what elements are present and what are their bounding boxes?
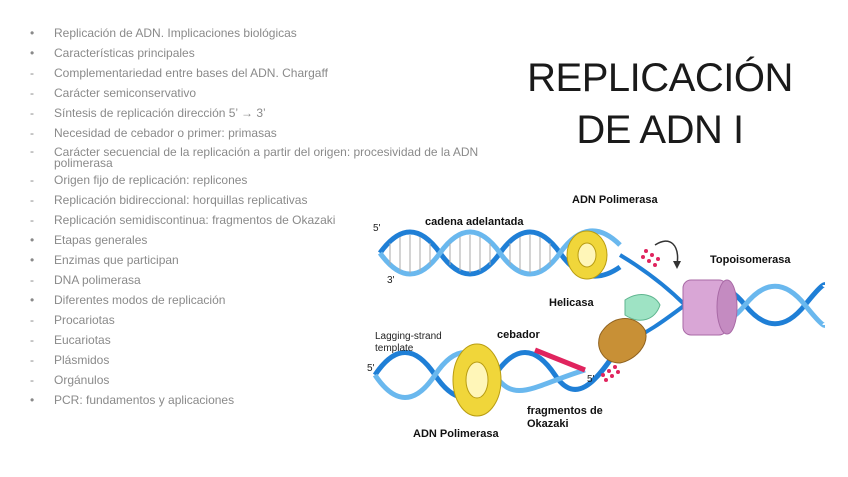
bullet-marker: - <box>30 373 34 387</box>
list-item-text: Enzimas que participan <box>54 253 179 267</box>
bullet-marker: - <box>30 126 34 140</box>
list-item: • Enzimas que participan <box>30 253 500 267</box>
bullet-marker: • <box>30 46 35 60</box>
list-item-text: Orgánulos <box>54 373 110 387</box>
label-lagging-template-2: template <box>375 343 414 354</box>
list-item-text: Complementariedad entre bases del ADN. C… <box>54 66 328 80</box>
list-item-text: Necesidad de cebador o primer: primasas <box>54 126 277 140</box>
list-item-text: Síntesis de replicación dirección 5’ → 3… <box>54 106 266 120</box>
bullet-marker: - <box>30 144 34 158</box>
list-item-text: Procariotas <box>54 313 115 327</box>
list-item-text: Eucariotas <box>54 333 111 347</box>
list-item-text: Etapas generales <box>54 233 148 247</box>
polymerase-bottom <box>452 343 502 417</box>
bullet-marker: - <box>30 106 34 120</box>
bullet-marker: - <box>30 173 34 187</box>
bullet-marker: - <box>30 213 34 227</box>
list-item-text: Plásmidos <box>54 353 110 367</box>
bullet-marker: • <box>30 393 35 407</box>
list-item-text: Replicación bidireccional: horquillas re… <box>54 193 308 207</box>
list-item: - Carácter semiconservativo <box>30 86 500 100</box>
bullet-marker: - <box>30 273 34 287</box>
replication-fork-diagram: cadena adelantada ADN Polimerasa Topoiso… <box>367 194 825 440</box>
slide-title-line-1: REPLICACIÓN <box>527 56 793 100</box>
list-item: - Carácter secuencial de la replicación a… <box>30 144 500 170</box>
label-topoisomerase: Topoisomerasa <box>710 254 791 266</box>
label-polymerase-bottom: ADN Polimerasa <box>413 428 499 440</box>
list-item-text: DNA polimerasa <box>54 273 141 287</box>
list-item: - Síntesis de replicación dirección 5’ → … <box>30 106 500 120</box>
bullet-marker: • <box>30 253 35 267</box>
label-five-prime-bottom: 5' <box>587 374 595 385</box>
rna-dots <box>601 249 660 382</box>
bullet-marker: - <box>30 353 34 367</box>
list-item-text: Diferentes modos de replicación <box>54 293 226 307</box>
list-item: • Etapas generales <box>30 233 500 247</box>
list-item: - Origen fijo de replicación: replicones <box>30 173 500 187</box>
list-item: • PCR: fundamentos y aplicaciones <box>30 393 500 407</box>
arrow-head <box>673 261 681 269</box>
label-okazaki-1: fragmentos de <box>527 405 603 417</box>
label-primer: cebador <box>497 329 541 341</box>
list-item: • Características principales <box>30 46 500 60</box>
label-polymerase-top: ADN Polimerasa <box>572 194 658 206</box>
list-item: • Replicación de ADN. Implicaciones bioló… <box>30 26 500 40</box>
label-five-prime-left: 5' <box>367 363 375 374</box>
bullet-marker: • <box>30 26 35 40</box>
topic-list: • Replicación de ADN. Implicaciones bioló… <box>30 26 500 413</box>
bullet-marker: - <box>30 313 34 327</box>
list-item: - Complementariedad entre bases del ADN. … <box>30 66 500 80</box>
label-okazaki-2: Okazaki <box>527 418 569 430</box>
list-item: - DNA polimerasa <box>30 273 500 287</box>
polymerase-top <box>566 230 608 280</box>
list-item: • Diferentes modos de replicación <box>30 293 500 307</box>
bullet-marker: • <box>30 233 35 247</box>
list-item-text: Carácter secuencial de la replicación a … <box>54 145 479 170</box>
list-item: - Plásmidos <box>30 353 500 367</box>
helicase-shape <box>624 294 661 321</box>
list-item-text: Replicación de ADN. Implicaciones biológ… <box>54 26 297 40</box>
bullet-marker: • <box>30 293 35 307</box>
list-item: - Replicación semidiscontinua: fragmentos… <box>30 213 500 227</box>
slide-title-line-2: DE ADN I <box>576 108 744 152</box>
list-item: - Replicación bidireccional: horquillas r… <box>30 193 500 207</box>
list-item-text: Carácter semiconservativo <box>54 86 197 100</box>
bullet-marker: - <box>30 193 34 207</box>
slide-title: REPLICACIÓN DE ADN I <box>520 52 800 156</box>
list-item: - Orgánulos <box>30 373 500 387</box>
label-leading-strand: cadena adelantada <box>425 216 524 228</box>
label-lagging-template-1: Lagging-strand <box>375 331 442 342</box>
rotation-arrow <box>654 240 679 266</box>
primer-segment <box>534 347 586 373</box>
list-item-text: PCR: fundamentos y aplicaciones <box>54 393 235 407</box>
list-item: - Eucariotas <box>30 333 500 347</box>
label-five-prime-top: 5' <box>373 223 381 234</box>
primase-shape <box>598 318 647 364</box>
bullet-marker: - <box>30 333 34 347</box>
bullet-marker: - <box>30 86 34 100</box>
label-helicase: Helicasa <box>549 297 595 309</box>
list-item-text: Características principales <box>54 46 195 60</box>
list-item: - Necesidad de cebador o primer: primasas <box>30 126 500 140</box>
bullet-marker: - <box>30 66 34 80</box>
list-item-text: Origen fijo de replicación: replicones <box>54 173 248 187</box>
list-item-text: Replicación semidiscontinua: fragmentos … <box>54 213 336 227</box>
list-item: - Procariotas <box>30 313 500 327</box>
topoisomerase-ring <box>682 279 738 336</box>
label-three-prime-top: 3' <box>387 275 395 286</box>
